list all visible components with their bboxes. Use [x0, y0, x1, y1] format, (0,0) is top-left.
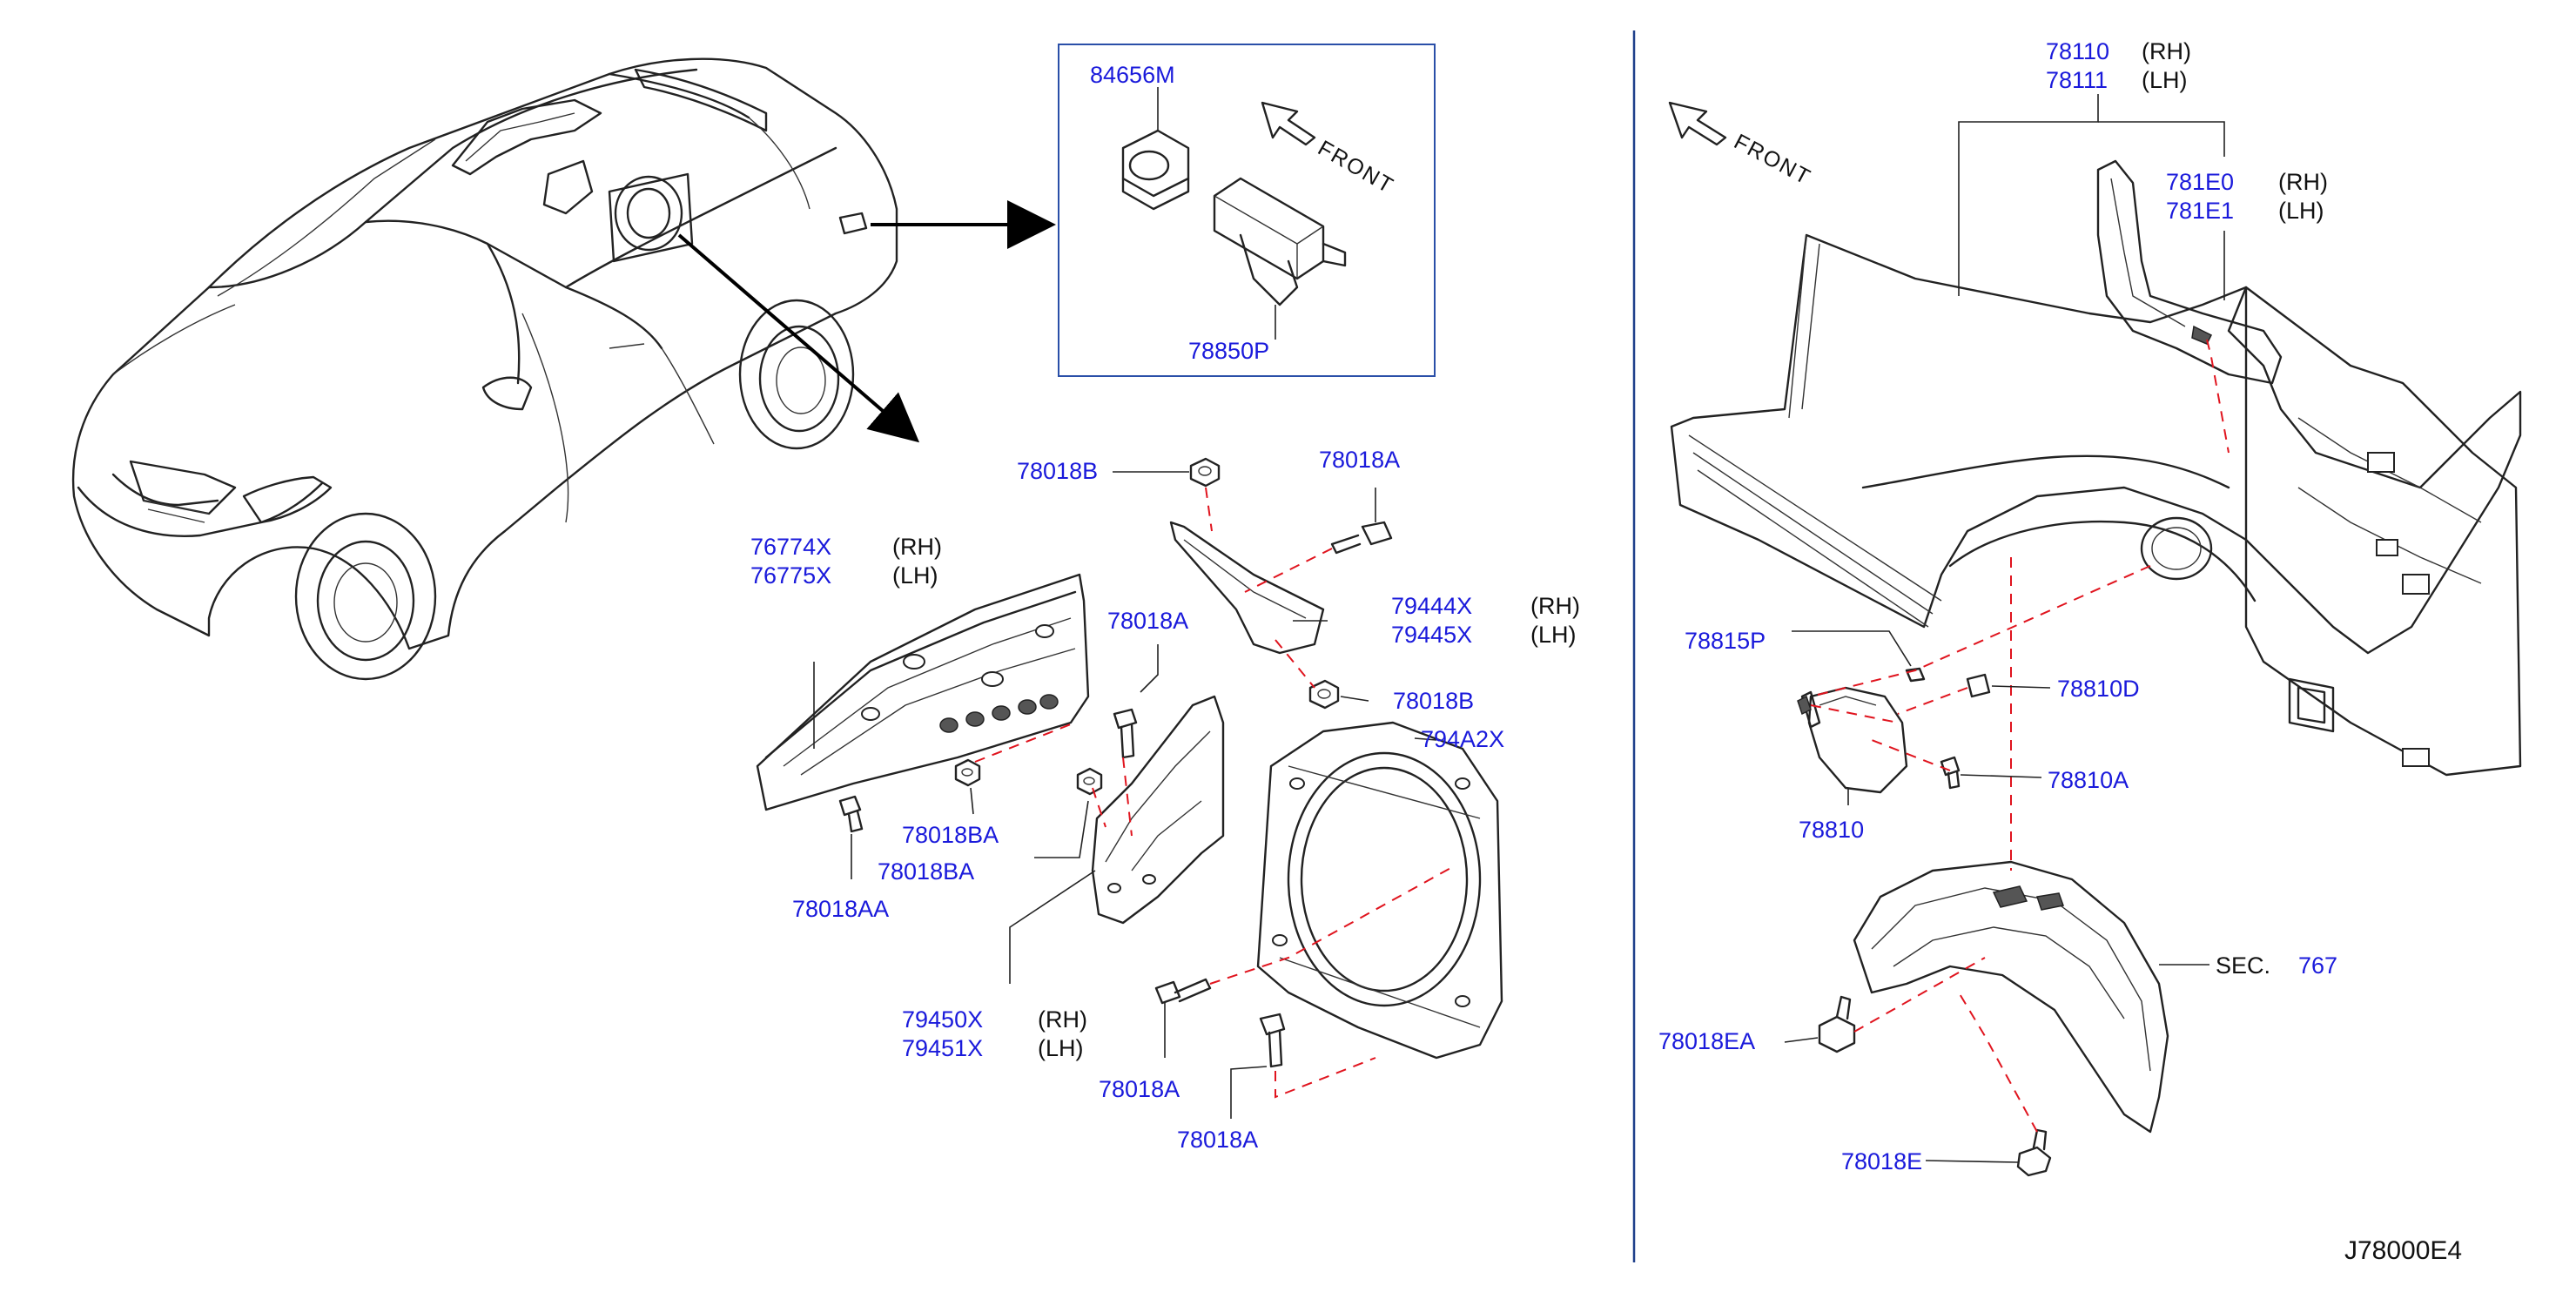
sec-number-link[interactable]: 767 [2298, 952, 2337, 979]
part-label-78018a-low1: 78018A [1099, 1076, 1180, 1102]
inset-box [1058, 44, 1436, 377]
part-label-78111: 78111 [2046, 67, 2108, 93]
part-label-794a2x: 794A2X [1421, 726, 1504, 752]
part-label-79450x: 79450X [902, 1006, 983, 1033]
vehicle-illustration [71, 57, 898, 681]
diagram-code: J78000E4 [2344, 1236, 2462, 1265]
side-label-lh: (LH) [892, 562, 938, 589]
callout-arrow-housing [677, 233, 920, 443]
part-label-78018b-mid: 78018B [1393, 688, 1474, 714]
part-label-78810: 78810 [1799, 817, 1864, 843]
part-label-78018ba-1: 78018BA [902, 822, 999, 848]
side-label-rh: (RH) [2142, 38, 2191, 64]
part-label-78018b: 78018B [1017, 458, 1098, 484]
part-label-78018ea: 78018EA [1658, 1028, 1755, 1054]
side-label-lh: (LH) [1530, 622, 1577, 648]
part-label-76774x: 76774X [750, 534, 831, 560]
part-label-76775x: 76775X [750, 562, 831, 589]
part-label-78850p: 78850P [1188, 338, 1269, 364]
part-label-78018a-low2: 78018A [1177, 1127, 1258, 1153]
left-section-parts [756, 457, 1503, 1119]
sec-prefix: SEC. [2216, 952, 2270, 979]
part-label-78815p: 78815P [1685, 628, 1766, 654]
side-label-rh: (RH) [892, 534, 942, 560]
front-label-right: FRONT [1730, 130, 1815, 191]
front-direction-arrow-inset: FRONT [1261, 101, 1398, 199]
side-label-lh: (LH) [2142, 67, 2188, 93]
part-label-781e1: 781E1 [2166, 198, 2234, 224]
part-label-79445x: 79445X [1391, 622, 1472, 648]
part-label-79451x: 79451X [902, 1035, 983, 1061]
right-section-parts [1668, 94, 2522, 1177]
part-label-78018a-top: 78018A [1319, 447, 1400, 473]
inset-parts [1121, 87, 1347, 340]
part-label-79444x: 79444X [1391, 593, 1472, 619]
front-label-inset: FRONT [1314, 136, 1398, 199]
part-label-78018a-mid: 78018A [1107, 608, 1188, 634]
part-label-78018aa: 78018AA [792, 896, 889, 922]
part-label-781e0: 781E0 [2166, 169, 2234, 195]
part-label-78018ba-2: 78018BA [878, 858, 974, 885]
side-label-lh: (LH) [1038, 1035, 1084, 1061]
part-label-78018e: 78018E [1841, 1148, 1922, 1174]
side-label-lh: (LH) [2278, 198, 2324, 224]
part-label-78810a: 78810A [2048, 767, 2129, 793]
part-label-84656m: 84656M [1090, 62, 1175, 88]
part-label-78110: 78110 [2046, 38, 2109, 64]
side-label-rh: (RH) [1530, 593, 1580, 619]
side-label-rh: (RH) [1038, 1006, 1087, 1033]
side-label-rh: (RH) [2278, 169, 2328, 195]
part-label-78810d: 78810D [2057, 676, 2140, 702]
